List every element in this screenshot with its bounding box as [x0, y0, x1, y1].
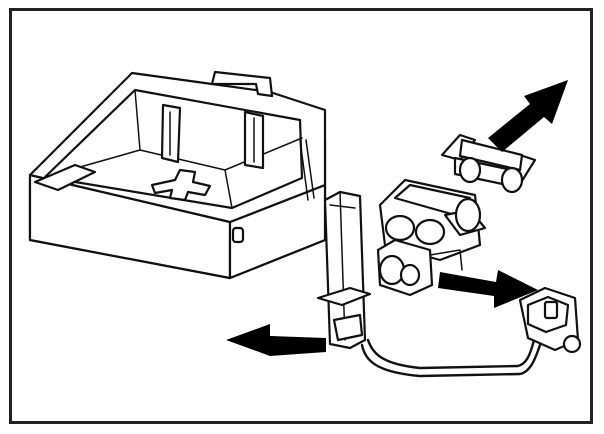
arrow-up-right	[488, 80, 568, 152]
tray	[28, 70, 327, 280]
bracket	[316, 190, 372, 350]
clip	[440, 133, 537, 194]
valve-assembly	[376, 178, 487, 297]
hose-connector	[360, 286, 582, 378]
arrow-left	[226, 324, 326, 356]
arrow-right	[438, 270, 538, 308]
